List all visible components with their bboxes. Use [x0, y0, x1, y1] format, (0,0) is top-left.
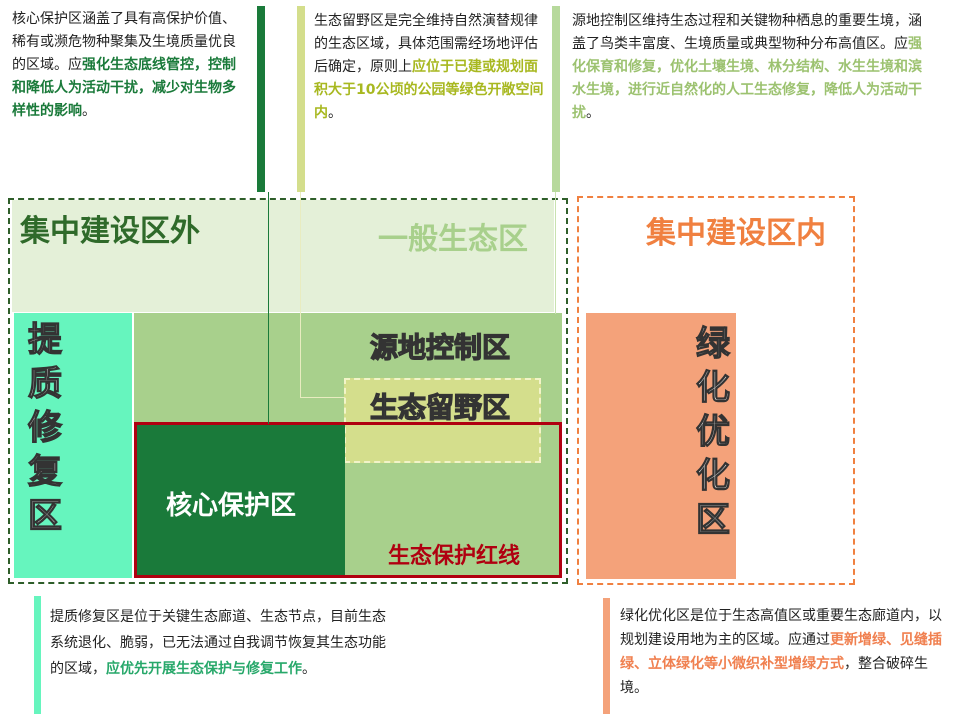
source-note-bar [552, 6, 560, 192]
outside-area-title: 集中建设区外 [20, 214, 200, 249]
source-leader-line [555, 192, 556, 314]
restore-note-highlight: 应优先开展生态保护与修复工作 [106, 661, 302, 677]
general-eco-band [12, 200, 554, 312]
wild-zone-note: 生态留野区是完全维持自然演替规律的生态区域，具体范围需经场地评估后确定，原则上应… [314, 10, 546, 125]
source-zone-note: 源地控制区维持生态过程和关键物种栖息的重要生境，涵盖了鸟类丰富度、生境质量或典型… [572, 10, 922, 125]
green-note-end: ，整合破碎生境。 [620, 656, 928, 696]
restore-zone-label: 提质修复区 [27, 319, 62, 536]
restore-zone [14, 313, 132, 578]
inside-area-frame [577, 196, 855, 585]
core-note-text: 核心保护区涵盖了具有高保护价值、稀有或濒危物种聚集及生境质量优良的区域。应 [12, 11, 236, 73]
core-protection-zone [137, 425, 345, 575]
source-note-text: 源地控制区维持生态过程和关键物种栖息的重要生境，涵盖了鸟类丰富度、生境质量或典型… [572, 13, 922, 52]
green-optimize-label: 绿化优化区 [695, 323, 730, 540]
restore-note-text: 提质修复区是位于关键生态廊道、生态节点，目前生态系统退化、脆弱，已无法通过自我调… [50, 609, 386, 677]
general-eco-title: 一般生态区 [378, 222, 528, 257]
eco-redline-label: 生态保护红线 [388, 544, 521, 569]
restore-note-end: 。 [302, 661, 316, 677]
wild-leader-vertical [300, 192, 301, 398]
green-note-highlight: 更新增绿、见缝插绿、立体绿化等小微织补型增绿方式 [620, 632, 942, 672]
restore-note-bar [34, 596, 41, 714]
green-note-bar [603, 598, 610, 714]
core-note-end: 。 [82, 103, 96, 119]
green-optimize-zone [586, 313, 736, 579]
source-control-label: 源地控制区 [369, 330, 511, 364]
source-note-highlight: 强化保育和修复，优化土壤生境、林分结构、水生生境和滨水生境，进行近自然化的人工生… [572, 36, 922, 121]
wild-leader-horizontal [300, 397, 345, 398]
core-note-bar [257, 6, 265, 192]
source-note-end: 。 [586, 105, 600, 121]
core-leader-line [268, 192, 269, 424]
wild-note-text: 生态留野区是完全维持自然演替规律的生态区域，具体范围需经场地评估后确定，原则上 [314, 13, 538, 75]
wild-reserve-zone [344, 378, 541, 463]
core-zone-note: 核心保护区涵盖了具有高保护价值、稀有或濒危物种聚集及生境质量优良的区域。应强化生… [12, 8, 248, 123]
outside-area-frame [8, 198, 568, 584]
inside-area-title: 集中建设区内 [646, 216, 826, 251]
wild-note-end: 。 [328, 105, 342, 121]
green-note-text: 绿化优化区是位于生态高值区或重要生态廊道内，以规划建设用地为主的区域。应通过 [620, 608, 942, 648]
core-note-highlight: 强化生态底线管控，控制和降低人为活动干扰，减少对生物多样性的影响 [12, 57, 236, 119]
wild-note-bar [297, 6, 305, 192]
restore-zone-note: 提质修复区是位于关键生态廊道、生态节点，目前生态系统退化、脆弱，已无法通过自我调… [50, 604, 395, 682]
green-zone-note: 绿化优化区是位于生态高值区或重要生态廊道内，以规划建设用地为主的区域。应通过更新… [620, 604, 950, 700]
core-protection-label: 核心保护区 [166, 491, 297, 521]
wild-note-highlight: 应位于已建或规划面积大于10公顷的公园等绿色开敞空间内 [314, 59, 544, 121]
eco-redline-frame [134, 422, 562, 578]
wild-reserve-label: 生态留野区 [369, 390, 511, 424]
